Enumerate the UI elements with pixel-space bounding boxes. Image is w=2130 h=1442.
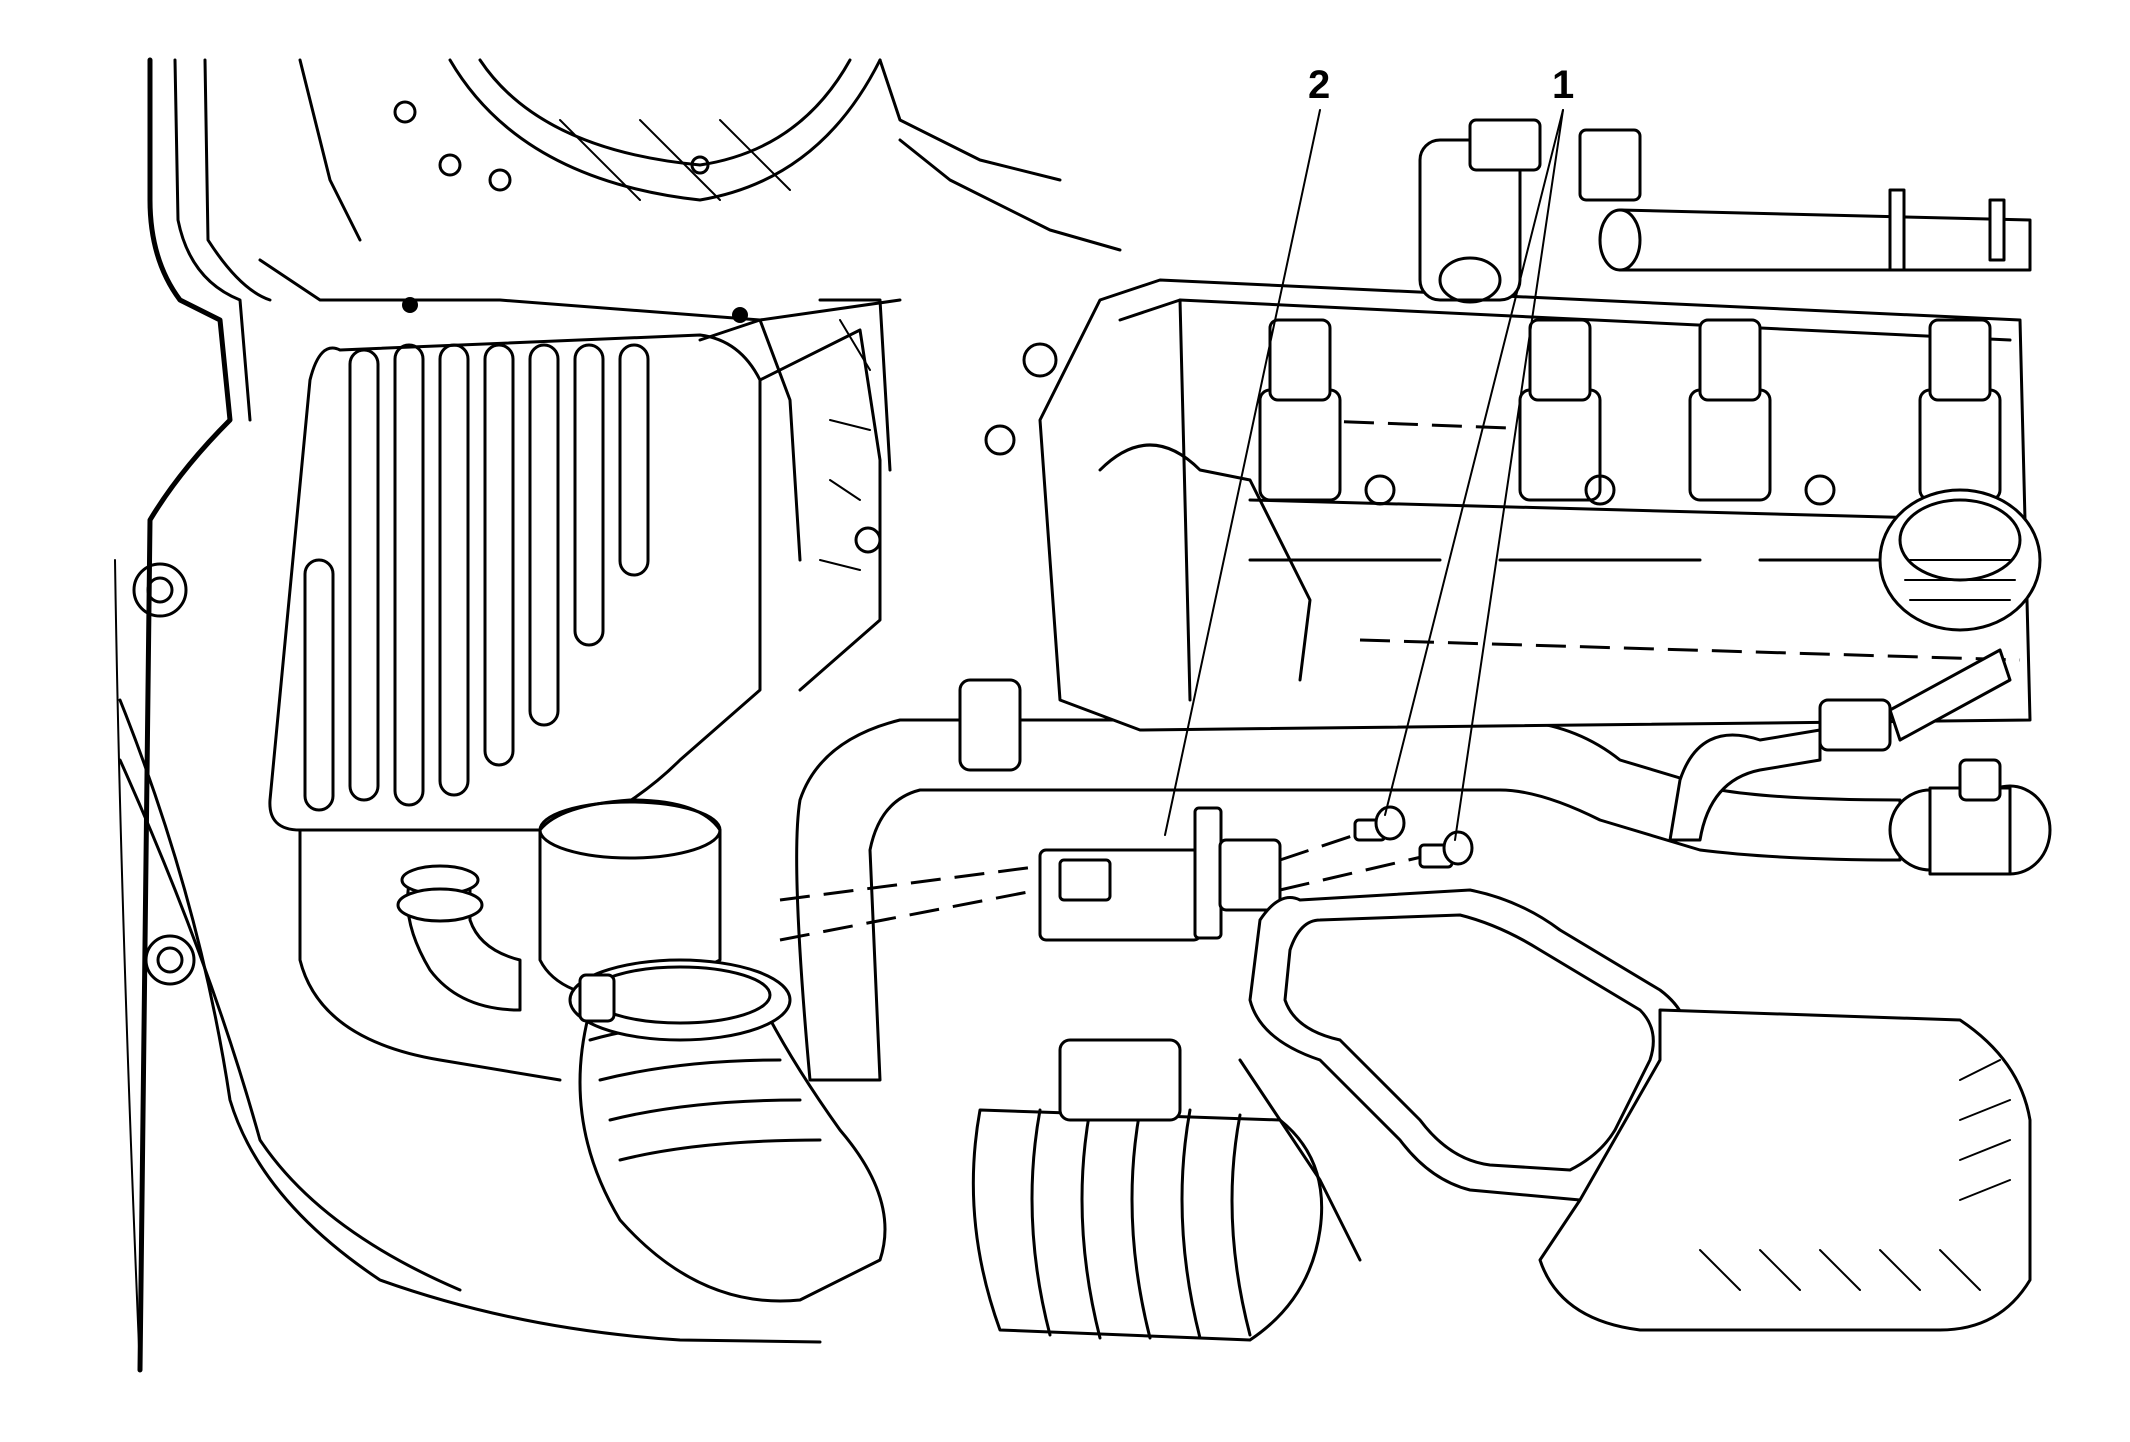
mass-airflow-sensor [779, 806, 1431, 942]
leader-line-1b [1454, 109, 1564, 841]
bolt-lower [1418, 830, 1474, 869]
intake-duct [538, 798, 887, 1303]
ignition-coils [1258, 318, 2002, 506]
lower-air-box [1248, 888, 2032, 1332]
air-cleaner-housing [268, 298, 892, 1082]
strut-tower [258, 58, 1122, 323]
leader-line-1a [1384, 109, 1564, 816]
air-cleaner-ribs [303, 343, 650, 812]
intake-bellows [971, 1038, 1362, 1342]
coolant-tube [795, 678, 2052, 1082]
oil-filler-cap [1878, 488, 2042, 632]
right-hose-assembly [1668, 648, 2012, 842]
callout-label-2: 2 [1308, 63, 1330, 107]
left-fender-panel [114, 57, 822, 1373]
leader-line-2 [1164, 109, 1321, 836]
valve-cover [984, 278, 2032, 732]
bolt-upper [1353, 805, 1406, 842]
callout-label-1: 1 [1552, 63, 1574, 107]
sensor-bolts [1353, 805, 1474, 869]
breather-hose [396, 864, 522, 1012]
fuel-rail [1418, 118, 2032, 304]
leader-lines [1164, 109, 1564, 841]
